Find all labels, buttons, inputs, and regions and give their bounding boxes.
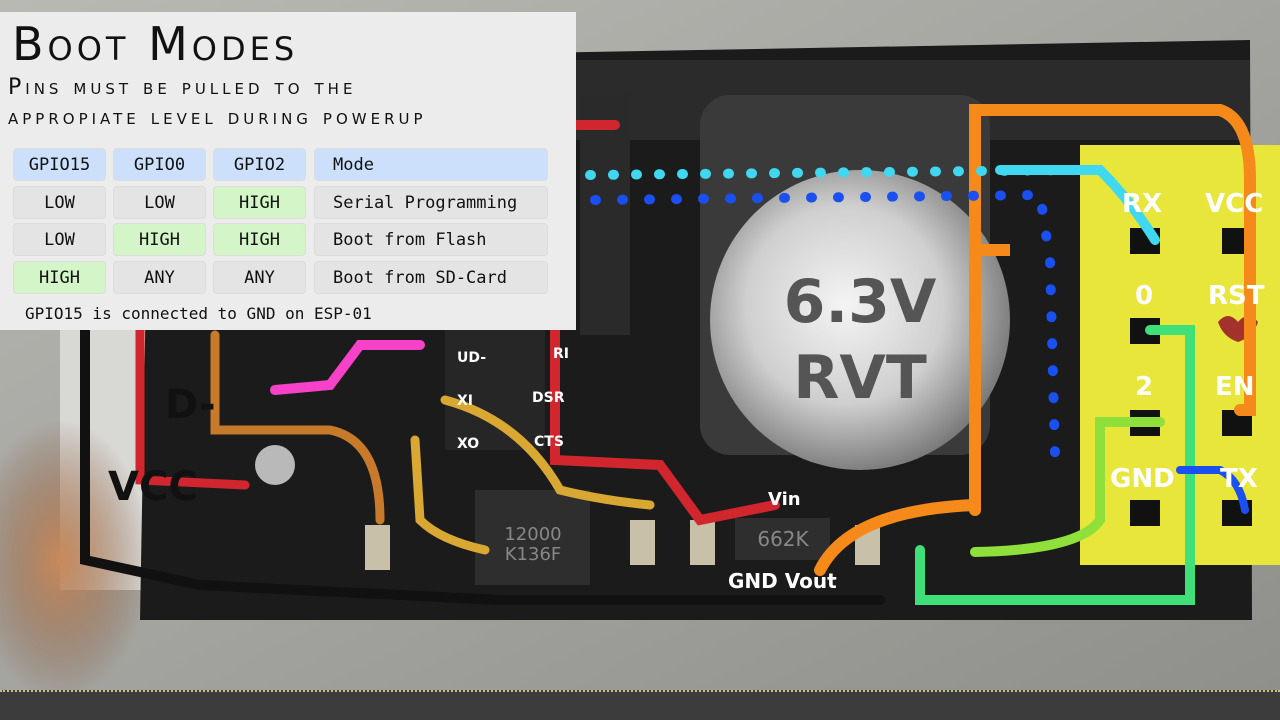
- cap-label-2: RVT: [793, 343, 927, 413]
- label-vin: Vin: [768, 489, 801, 510]
- table-cell: ANY: [114, 262, 205, 293]
- table-cell: LOW: [14, 224, 105, 255]
- boot-modes-panel: Boot Modes Pins must be pulled to the ap…: [0, 12, 576, 330]
- wire-black: [80, 325, 885, 605]
- label-en: EN: [1215, 372, 1255, 402]
- chip-662k: [735, 518, 830, 560]
- chip-12000-label-b: K136F: [505, 544, 562, 565]
- wire-vcc-en: [969, 104, 1256, 516]
- wire-gpio2: [970, 417, 1165, 557]
- label-gnd-vout: GND Vout: [728, 569, 837, 593]
- chip-12000: [475, 490, 590, 585]
- label-d-minus: D-: [165, 382, 216, 428]
- board-photo: 6.3V RVT 12000 K136F 662K D- VCC UD- XI …: [0, 0, 1280, 690]
- panel-note: GPIO15 is connected to GND on ESP-01: [25, 304, 372, 323]
- wire-gpio0: [915, 325, 1195, 605]
- label-vcc: VCC: [1205, 189, 1263, 219]
- label-vcc-left: VCC: [108, 464, 198, 510]
- label-rst: RST: [1208, 281, 1265, 311]
- wire-xi: [440, 395, 655, 510]
- cap-label-1: 6.3V: [784, 267, 937, 337]
- table-cell: ANY: [214, 262, 305, 293]
- table-header-gpio2: GPIO2: [214, 149, 305, 180]
- chip-662k-label: 662K: [757, 527, 809, 551]
- solder-pad: [255, 445, 295, 485]
- label-xi: XI: [457, 393, 473, 409]
- label-gpio0: 0: [1135, 281, 1153, 311]
- ch340-chip: [445, 330, 545, 450]
- table-cell: HIGH: [214, 224, 305, 255]
- table-cell: HIGH: [114, 224, 205, 255]
- table-header-mode: Mode: [315, 149, 547, 180]
- label-xo: XO: [457, 436, 479, 452]
- smd-2: [630, 520, 655, 565]
- label-cts: CTS: [534, 434, 564, 450]
- table-cell: HIGH: [14, 262, 105, 293]
- table-cell: Boot from Flash: [315, 224, 547, 255]
- wire-rx: [995, 165, 1160, 245]
- table-cell: LOW: [14, 187, 105, 218]
- wire-tx: [1176, 466, 1249, 514]
- table-header-gpio0: GPIO0: [114, 149, 205, 180]
- label-ri: RI: [553, 346, 569, 362]
- smd-3: [690, 520, 715, 565]
- table-cell: Serial Programming: [315, 187, 547, 218]
- panel-title: Boot Modes: [12, 17, 299, 71]
- wire-vout: [814, 499, 981, 576]
- label-gnd: GND: [1110, 464, 1175, 494]
- smd-1: [365, 525, 390, 570]
- wire-xo: [410, 435, 490, 555]
- label-rx: RX: [1122, 189, 1162, 219]
- label-dsr: DSR: [532, 390, 565, 406]
- table-cell: LOW: [114, 187, 205, 218]
- label-tx: TX: [1220, 464, 1258, 494]
- table-cell: Boot from SD-Card: [315, 262, 547, 293]
- finger: [0, 420, 150, 690]
- capacitor: [710, 170, 1010, 470]
- chip-12000-label: 12000: [504, 524, 561, 545]
- table-cell: HIGH: [214, 187, 305, 218]
- pin-gnd: [1130, 500, 1160, 526]
- panel-subtitle-line1: Pins must be pulled to the: [8, 75, 357, 100]
- table-header-gpio15: GPIO15: [14, 149, 105, 180]
- label-gpio2: 2: [1135, 372, 1153, 402]
- bottom-bar: [0, 690, 1280, 720]
- wire-red-vcc: [135, 325, 250, 490]
- panel-subtitle-line2: appropiate level during powerup: [8, 105, 427, 130]
- label-ud-minus: UD-: [457, 350, 486, 366]
- wire-pink: [270, 340, 425, 395]
- pin-row: [580, 95, 630, 335]
- wire-brown: [210, 330, 385, 525]
